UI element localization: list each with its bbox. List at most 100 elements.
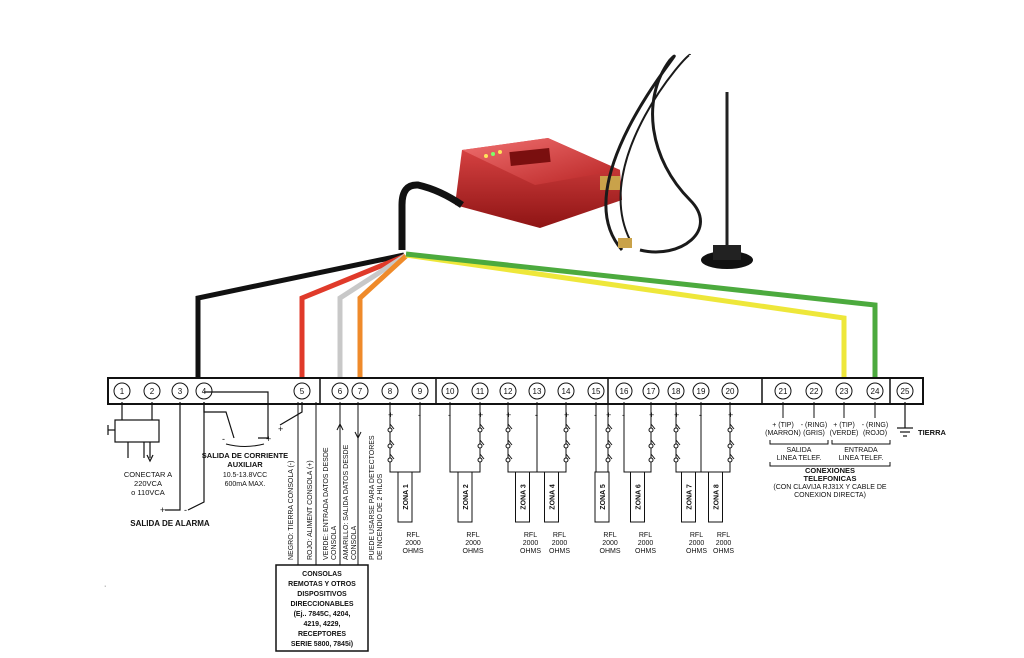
wire-green: [405, 251, 878, 384]
t23-label-2: (VERDE): [830, 430, 859, 437]
zone-label: ZONA 2: [463, 484, 470, 510]
zone-plus: +: [728, 410, 733, 420]
rfl-label: RFL: [690, 532, 703, 539]
rfl-label: OHMS: [549, 548, 570, 555]
consoles-line-3: DIRECCIONABLES: [290, 601, 353, 608]
rj31x-2: CONEXION DIRECTA): [794, 492, 866, 499]
rfl-label: RFL: [406, 532, 419, 539]
alarm-out-label: SALIDA DE ALARMA: [130, 519, 210, 528]
terminal-13: [528, 382, 546, 400]
terminal-21: [774, 382, 792, 400]
zone-plus: +: [388, 410, 393, 420]
consoles-line-0: CONSOLAS: [302, 571, 342, 578]
zone-label: ZONA 5: [600, 484, 607, 510]
terminal-label-19: 19: [697, 387, 706, 396]
alarm-minus: -: [184, 505, 187, 515]
gsm-module-icon: [398, 138, 622, 250]
rfl-label: RFL: [466, 532, 479, 539]
zone-label: ZONA 8: [714, 484, 721, 510]
terminal-label-24: 24: [871, 387, 880, 396]
ground-label: TIERRA: [918, 428, 947, 437]
terminal-11: [471, 382, 489, 400]
terminal-4: [195, 382, 213, 400]
rfl-label: OHMS: [520, 548, 541, 555]
terminal-label-11: 11: [476, 387, 485, 396]
terminal-3: [171, 382, 189, 400]
wire-black: [195, 252, 405, 384]
rfl-label: RFL: [603, 532, 616, 539]
terminal-8: [381, 382, 399, 400]
alarm-plus: +: [160, 505, 165, 515]
consoles-line-5: 4219, 4229,: [304, 621, 341, 628]
resistor-icon: [594, 471, 610, 523]
aux-title-2: AUXILIAR: [227, 460, 263, 469]
rfl-label: 2000: [465, 540, 481, 547]
terminal-10: [441, 382, 459, 400]
rfl-label: RFL: [524, 532, 537, 539]
consoles-line-7: SERIE 5800, 7845i): [291, 641, 353, 648]
rfl-label: 2000: [638, 540, 654, 547]
rfl-label: OHMS: [686, 548, 707, 555]
wire-yellow-label-1: AMARILLO: SALIDA DATOS DESDE: [343, 444, 350, 560]
terminal-label-1: 1: [120, 387, 125, 396]
terminal-12: [499, 382, 517, 400]
terminal-label-7: 7: [358, 387, 363, 396]
terminal-17: [642, 382, 660, 400]
rfl-label: RFL: [553, 532, 566, 539]
terminal-14: [557, 382, 575, 400]
resistor-icon: [544, 471, 559, 523]
wire-yellow: [405, 252, 847, 384]
smoke-label-1: PUEDE USARSE PARA DETECTORES: [369, 435, 376, 560]
phone-labels: + (TIP) (MARRON) - (RING) (GRIS) + (TIP)…: [765, 402, 891, 499]
rfl-label: OHMS: [463, 548, 484, 555]
terminal-19: [692, 382, 710, 400]
terminal-label-21: 21: [779, 387, 788, 396]
phone-conn-2: TELEFONICAS: [804, 474, 857, 483]
terminal-label-2: 2: [150, 387, 155, 396]
resistor-icon: [515, 471, 530, 523]
wire-green-label-2: CONSOLA: [331, 525, 338, 560]
rfl-label: 2000: [523, 540, 539, 547]
aux-spec-1: 10.5-13.8VCC: [223, 472, 267, 479]
terminal-16: [615, 382, 633, 400]
line-out-1: SALIDA: [787, 447, 812, 454]
resistor-icon: [681, 471, 696, 523]
terminal-label-25: 25: [901, 387, 910, 396]
terminal-label-17: 17: [647, 387, 656, 396]
terminal-22: [805, 382, 823, 400]
transformer-icon: [107, 402, 160, 463]
rfl-label: 2000: [602, 540, 618, 547]
power-label-1: CONECTAR A: [124, 470, 172, 479]
terminal-label-9: 9: [418, 387, 423, 396]
resistor-icon: [457, 471, 473, 523]
rfl-label: RFL: [717, 532, 730, 539]
t22-label-2: (GRIS): [803, 430, 825, 437]
aux-title-1: SALIDA DE CORRIENTE: [202, 451, 288, 460]
zone-plus: +: [564, 410, 569, 420]
t21-label-2: (MARRON): [765, 430, 801, 437]
rfl-label: 2000: [552, 540, 568, 547]
zone-label: ZONA 7: [687, 484, 694, 510]
terminal-label-6: 6: [338, 387, 343, 396]
terminal-label-3: 3: [178, 387, 183, 396]
zone-label: ZONA 3: [521, 484, 528, 510]
zone-plus: +: [478, 410, 483, 420]
aux-minus: -: [222, 434, 225, 444]
terminal-7: [351, 382, 369, 400]
resistor-icon: [630, 471, 645, 523]
zone-label: ZONA 1: [403, 484, 410, 510]
terminal-5: [293, 382, 311, 400]
terminal-label-8: 8: [388, 387, 393, 396]
t22-label-1: - (RING): [801, 422, 827, 429]
line-in-2: LINEA TELEF.: [839, 455, 884, 462]
consoles-line-4: (Ej.. 7845C, 4204,: [294, 611, 351, 618]
phone-conn-1: CONEXIONES: [805, 466, 855, 475]
terminal-15: [587, 382, 605, 400]
terminal-label-12: 12: [504, 387, 513, 396]
line-out-2: LINEA TELEF.: [777, 455, 822, 462]
